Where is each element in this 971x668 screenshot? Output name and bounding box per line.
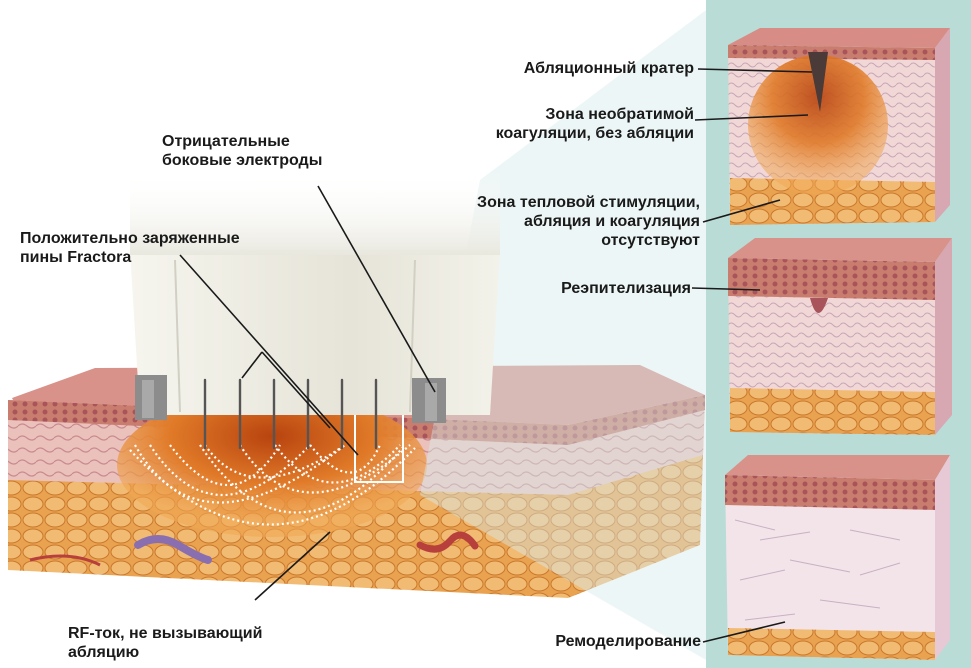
block-ablation (728, 28, 950, 225)
label-thermal-stimulation-line2: абляция и коагуляция (477, 212, 700, 231)
label-positive-pins-line2: пины Fractora (20, 248, 240, 267)
side-electrode-left (135, 375, 167, 420)
label-negative-electrodes-line2: боковые электроды (162, 151, 322, 170)
label-irreversible-coagulation-line2: коагуляции, без абляции (496, 124, 694, 143)
label-rf-current-line2: абляцию (68, 643, 262, 662)
label-ablation-crater: Абляционный кратер (524, 59, 694, 78)
label-reepithelization: Реэпителизация (561, 279, 691, 298)
label-thermal-stimulation: Зона тепловой стимуляции, абляция и коаг… (477, 193, 700, 250)
label-positive-pins: Положительно заряженные пины Fractora (20, 229, 240, 267)
label-irreversible-coagulation: Зона необратимой коагуляции, без абляции (496, 105, 694, 143)
label-thermal-stimulation-line1: Зона тепловой стимуляции, (477, 193, 700, 212)
label-negative-electrodes-line1: Отрицательные (162, 132, 322, 151)
label-remodeling: Ремоделирование (555, 632, 701, 651)
label-rf-current-line1: RF-ток, не вызывающий (68, 624, 262, 643)
label-negative-electrodes: Отрицательные боковые электроды (162, 132, 322, 170)
block-remodeling (725, 455, 950, 660)
block-reepithelization (728, 238, 952, 435)
label-rf-current: RF-ток, не вызывающий абляцию (68, 624, 262, 662)
label-irreversible-coagulation-line1: Зона необратимой (496, 105, 694, 124)
label-thermal-stimulation-line3: отсутствуют (477, 231, 700, 250)
side-electrode-right (412, 378, 446, 423)
label-positive-pins-line1: Положительно заряженные (20, 229, 240, 248)
